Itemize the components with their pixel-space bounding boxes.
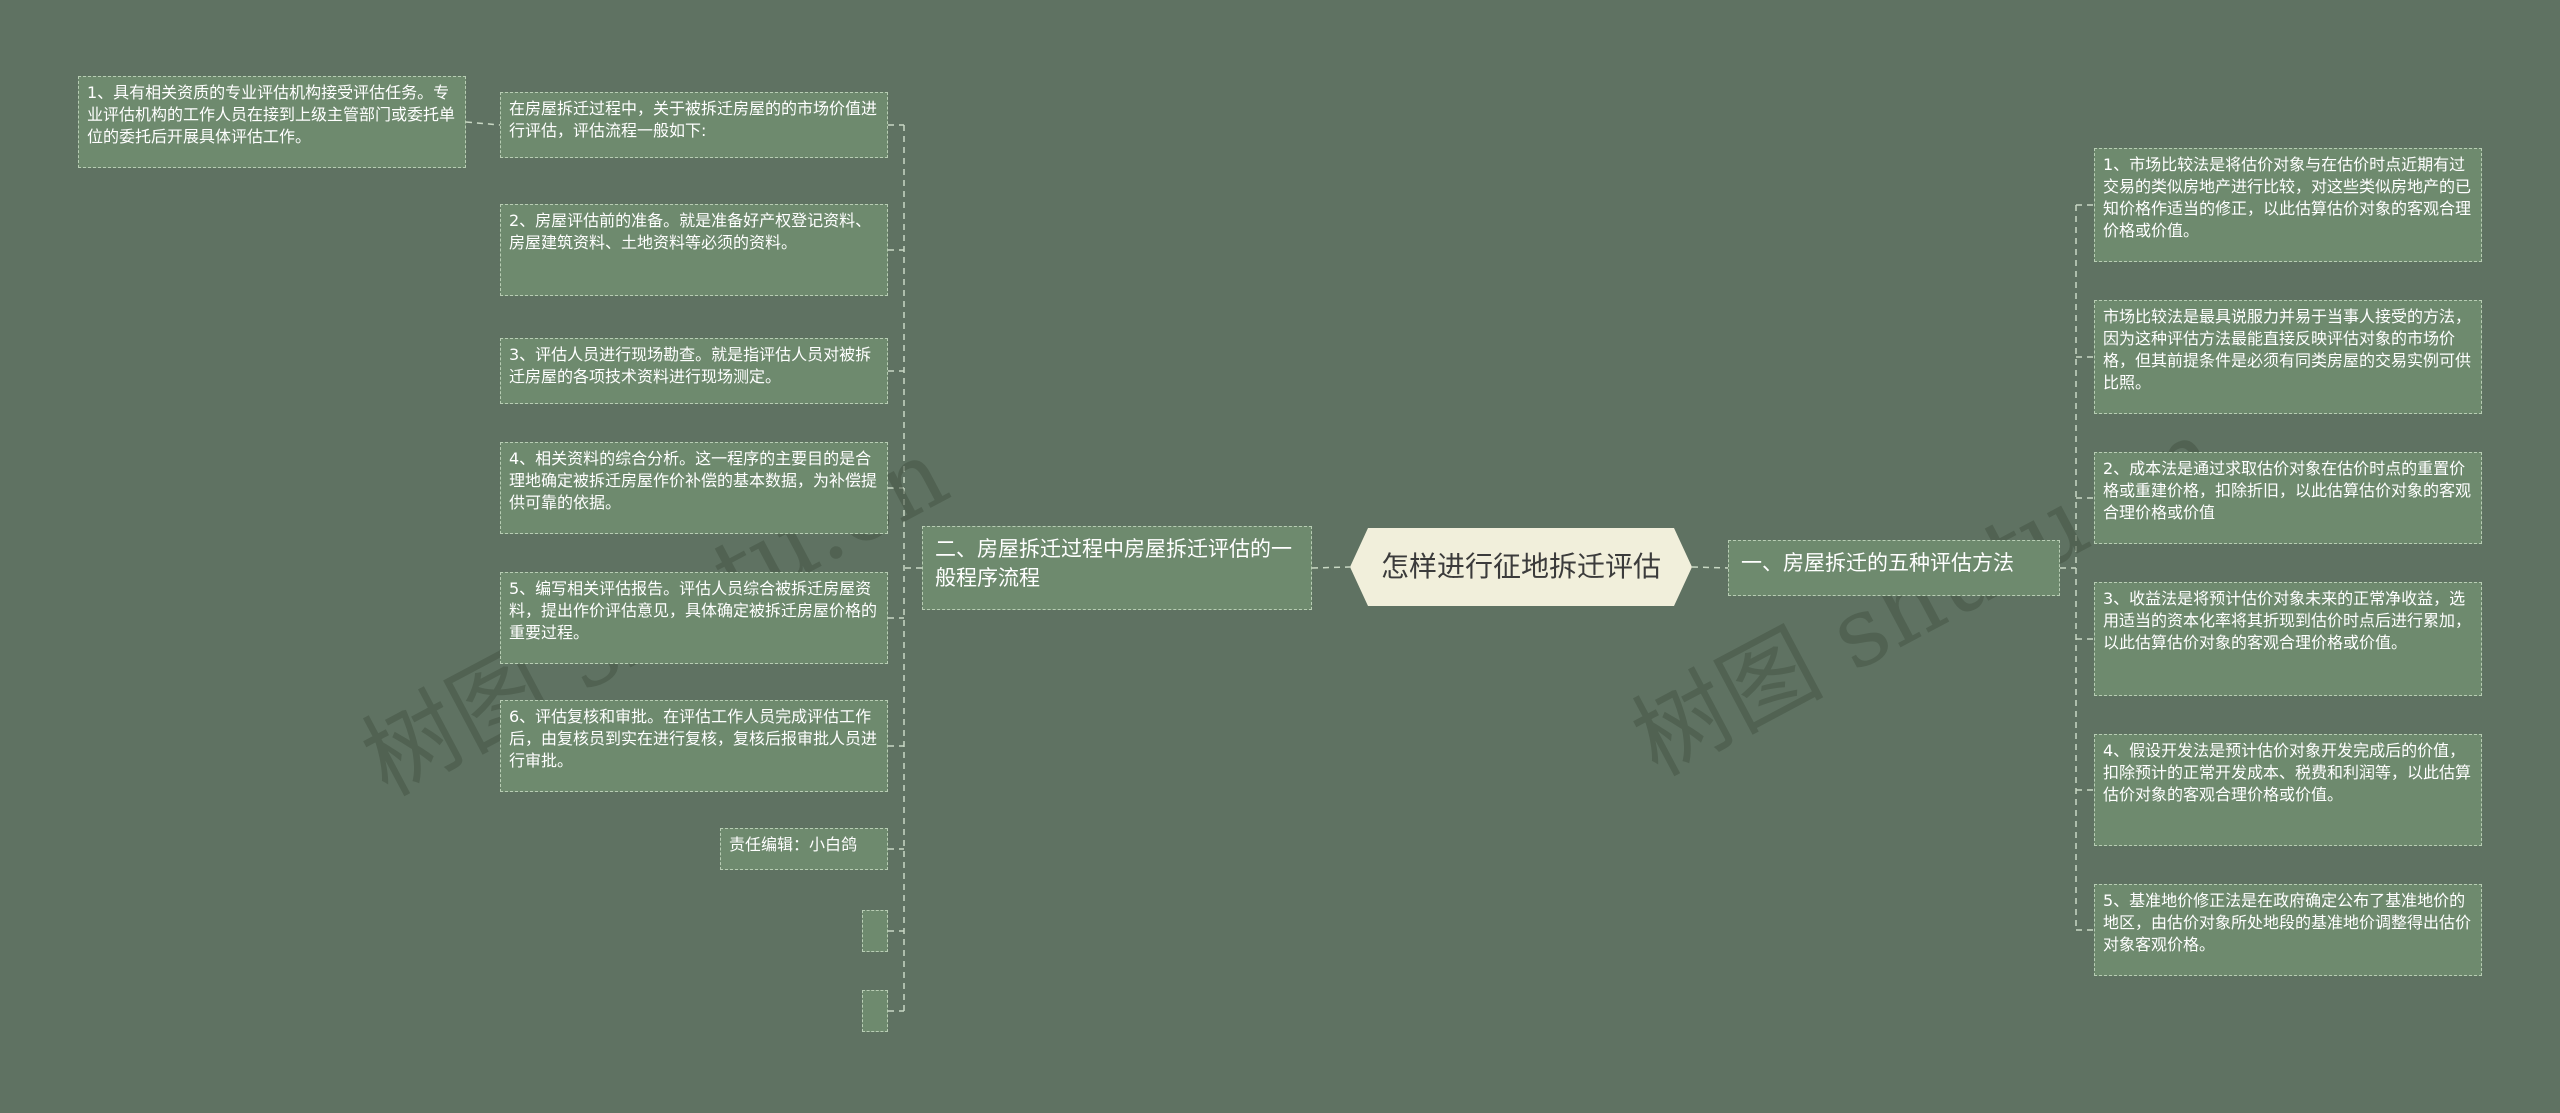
- right-method-node[interactable]: 5、基准地价修正法是在政府确定公布了基准地价的地区，由估价对象所处地段的基准地价…: [2094, 884, 2482, 976]
- connector-line: [465, 121, 501, 126]
- root-topic[interactable]: 怎样进行征地拆迁评估: [1350, 528, 1692, 606]
- left-step-node[interactable]: 2、房屋评估前的准备。就是准备好产权登记资料、房屋建筑资料、土地资料等必须的资料…: [500, 204, 888, 296]
- editor-credit-node[interactable]: 责任编辑：小白鸽: [720, 828, 888, 870]
- connector-line: [1311, 566, 1351, 569]
- empty-node[interactable]: [862, 990, 888, 1032]
- left-step-node[interactable]: 3、评估人员进行现场勘查。就是指评估人员对被拆迁房屋的各项技术资料进行现场测定。: [500, 338, 888, 404]
- right-method-node[interactable]: 4、假设开发法是预计估价对象开发完成后的价值，扣除预计的正常开发成本、税费和利润…: [2094, 734, 2482, 846]
- right-method-node[interactable]: 1、市场比较法是将估价对象与在估价时点近期有过交易的类似房地产进行比较，对这些类…: [2094, 148, 2482, 262]
- left-step-node[interactable]: 6、评估复核和审批。在评估工作人员完成评估工作后，由复核员到实在进行复核，复核后…: [500, 700, 888, 792]
- left-intro-child-node[interactable]: 1、具有相关资质的专业评估机构接受评估任务。专业评估机构的工作人员在接到上级主管…: [78, 76, 466, 168]
- right-method-node[interactable]: 3、收益法是将预计估价对象未来的正常净收益，选用适当的资本化率将其折现到估价时点…: [2094, 582, 2482, 696]
- empty-node[interactable]: [862, 910, 888, 952]
- left-intro-node[interactable]: 在房屋拆迁过程中，关于被拆迁房屋的的市场价值进行评估，评估流程一般如下:: [500, 92, 888, 158]
- left-step-node[interactable]: 4、相关资料的综合分析。这一程序的主要目的是合理地确定被拆迁房屋作价补偿的基本数…: [500, 442, 888, 534]
- left-step-node[interactable]: 5、编写相关评估报告。评估人员综合被拆迁房屋资料，提出作价评估意见，具体确定被拆…: [500, 572, 888, 664]
- right-method-node[interactable]: 2、成本法是通过求取估价对象在估价时点的重置价格或重建价格，扣除折旧，以此估算估…: [2094, 452, 2482, 544]
- connector-line: [1691, 566, 1729, 569]
- branch-left-topic[interactable]: 二、房屋拆迁过程中房屋拆迁评估的一般程序流程: [922, 526, 1312, 610]
- right-method-node[interactable]: 市场比较法是最具说服力并易于当事人接受的方法，因为这种评估方法最能直接反映评估对…: [2094, 300, 2482, 414]
- branch-right-topic[interactable]: 一、房屋拆迁的五种评估方法: [1728, 540, 2060, 596]
